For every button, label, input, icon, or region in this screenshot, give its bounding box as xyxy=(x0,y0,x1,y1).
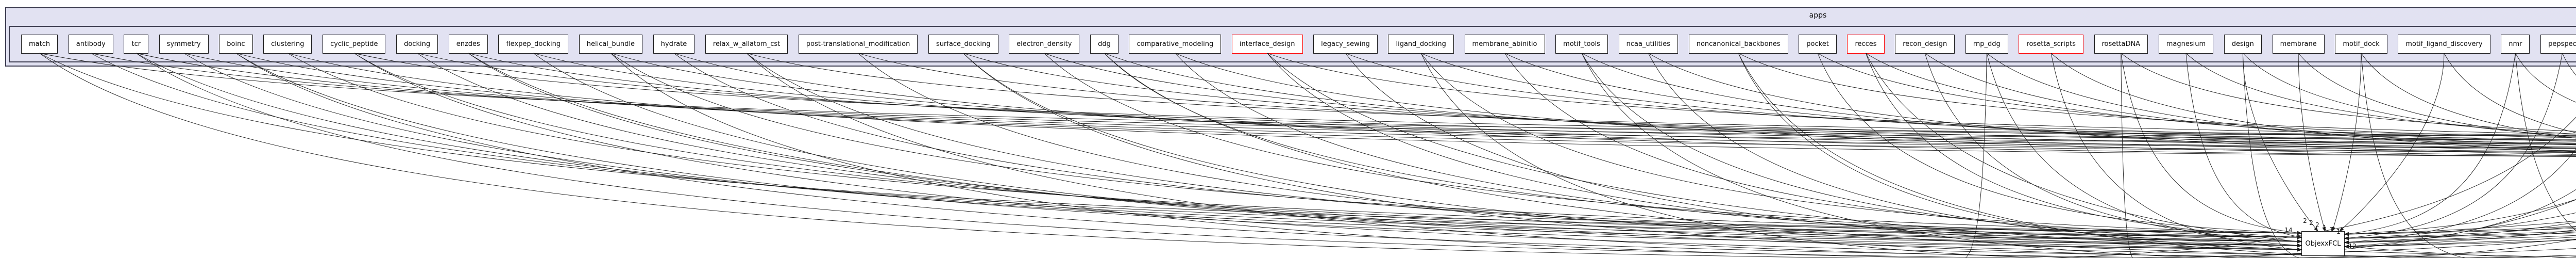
dir-node-pocket[interactable]: pocket xyxy=(1799,35,1837,54)
dir-node-rnp_ddg[interactable]: rnp_ddg xyxy=(1965,35,2008,54)
dir-node-legacy_sewing[interactable]: legacy_sewing xyxy=(1313,35,1378,54)
dir-node-motif_dock[interactable]: motif_dock xyxy=(2335,35,2387,54)
dir-node-interface_design[interactable]: interface_design xyxy=(1231,35,1303,54)
edge-count-label: 1 xyxy=(2323,224,2327,231)
dir-node-recces[interactable]: recces xyxy=(1847,35,1885,54)
edge-count-label: 2 xyxy=(2315,221,2319,229)
dir-node-hydrate[interactable]: hydrate xyxy=(653,35,695,54)
edge-count-label: 1 xyxy=(2336,228,2341,235)
dir-node-objexxfcl[interactable]: ObjexxFCL xyxy=(2301,231,2345,256)
dir-node-post-translational_modification[interactable]: post-translational_modification xyxy=(798,35,918,54)
dir-node-noncanonical_backbones[interactable]: noncanonical_backbones xyxy=(1688,35,1788,54)
dir-node-flexpep_docking[interactable]: flexpep_docking xyxy=(498,35,569,54)
dir-node-tcr[interactable]: tcr xyxy=(124,35,149,54)
dir-node-membrane[interactable]: membrane xyxy=(2272,35,2325,54)
cluster-apps-label: apps xyxy=(1809,11,1827,20)
dir-node-enzdes[interactable]: enzdes xyxy=(448,35,488,54)
dir-node-electron_density[interactable]: electron_density xyxy=(1009,35,1080,54)
dir-node-boinc[interactable]: boinc xyxy=(219,35,253,54)
edge-count-label: 2 xyxy=(2309,219,2313,227)
dir-node-nmr[interactable]: nmr xyxy=(2501,35,2530,54)
dir-node-clustering[interactable]: clustering xyxy=(263,35,312,54)
edge-count-label: 14 xyxy=(2284,227,2293,234)
dir-node-membrane_abinitio[interactable]: membrane_abinitio xyxy=(1464,35,1545,54)
dir-node-rosettaDNA[interactable]: rosettaDNA xyxy=(2094,35,2148,54)
edge-count-label: 2 xyxy=(2303,217,2307,224)
dir-node-docking[interactable]: docking xyxy=(396,35,438,54)
dir-node-pepspec[interactable]: pepspec xyxy=(2540,35,2576,54)
dir-node-relax_w_allatom_cst[interactable]: relax_w_allatom_cst xyxy=(705,35,788,54)
dir-node-surface_docking[interactable]: surface_docking xyxy=(928,35,998,54)
dir-node-antibody[interactable]: antibody xyxy=(68,35,113,54)
dir-node-helical_bundle[interactable]: helical_bundle xyxy=(579,35,643,54)
dir-node-symmetry[interactable]: symmetry xyxy=(159,35,209,54)
dir-node-comparative_modeling[interactable]: comparative_modeling xyxy=(1129,35,1222,54)
edge-count-label: 1 xyxy=(2329,226,2333,233)
edge-count-label: 12 xyxy=(2348,243,2357,250)
dir-node-motif_tools[interactable]: motif_tools xyxy=(1555,35,1608,54)
dir-node-ligand_docking[interactable]: ligand_docking xyxy=(1388,35,1454,54)
